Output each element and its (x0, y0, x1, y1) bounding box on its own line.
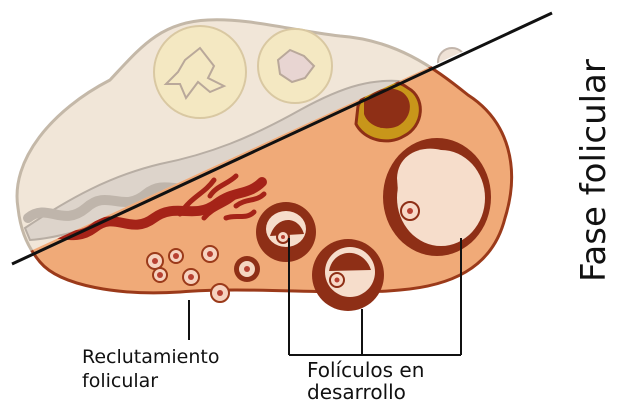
corpus-albicans-large (154, 26, 246, 118)
developing-label-line1: Folículos en (307, 358, 424, 382)
antral-follicle-small (256, 202, 316, 262)
developing-label-line2: desarrollo (307, 380, 406, 404)
dominant-follicle (383, 138, 491, 256)
antral-follicle-medium (312, 239, 384, 311)
recruitment-label-line2: folicular (82, 370, 158, 392)
faded-small-follicle (438, 48, 466, 76)
recruitment-label-line1: Reclutamiento (82, 346, 220, 368)
secondary-follicle (234, 256, 260, 282)
side-title: Fase folicular (574, 59, 614, 282)
corpus-albicans-small (258, 29, 332, 103)
